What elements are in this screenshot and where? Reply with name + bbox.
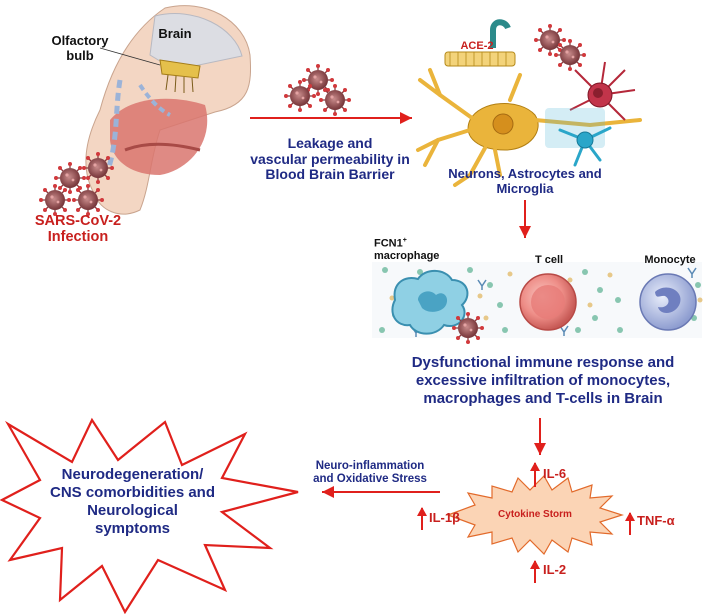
- cytokine-storm-burst: [446, 475, 624, 555]
- bbb-line2: vascular permeability in: [250, 150, 410, 167]
- virus-icon: [38, 183, 72, 217]
- virus-icon: [53, 161, 87, 195]
- macrophage-label: FCN1+ macrophage: [374, 237, 440, 262]
- infection-label: SARS-CoV-2 Infection: [18, 213, 138, 245]
- neuroinflammation-line1: Neuro-inflammation: [315, 460, 425, 472]
- bbb-caption: Leakage and vascular permeability in Blo…: [240, 135, 420, 183]
- outcome-line3: Neurological: [87, 502, 178, 519]
- outcome-line2: CNS comorbidities and: [49, 484, 216, 501]
- bbb-line3: Blood Brain Barrier: [265, 166, 395, 183]
- outcome-burst: [0, 417, 299, 614]
- virus-icon: [451, 311, 485, 345]
- head-illustration: [85, 5, 251, 215]
- monocyte-label: Monocyte: [644, 254, 696, 266]
- olfactory-bulb-label: Olfactory bulb: [51, 33, 109, 63]
- virus-icon: [71, 183, 105, 217]
- virus-icon: [81, 151, 115, 185]
- cytokine-storm-label: Cytokine Storm: [498, 509, 572, 520]
- virus-icon: [553, 38, 587, 72]
- immune-cells-illustration: [372, 262, 703, 345]
- immune-line3: macrophages and T-cells in Brain: [423, 390, 663, 407]
- neuroinflammation-caption: Neuro-inflammation and Oxidative Stress: [290, 460, 450, 486]
- il6-label: IL-6: [543, 466, 567, 481]
- neurons-line1: Neurons, Astrocytes and: [448, 166, 602, 181]
- tnfa-label: TNF-α: [637, 513, 675, 528]
- outcome-line1: Neurodegeneration/: [61, 466, 204, 483]
- tcell-label: T cell: [534, 254, 564, 266]
- infection-line2: Infection: [47, 229, 109, 246]
- neurons-caption: Neurons, Astrocytes and Microglia: [430, 166, 620, 196]
- immune-line2: excessive infiltration of monocytes,: [415, 372, 671, 389]
- il2-label: IL-2: [543, 562, 567, 577]
- bbb-line1: Leakage and: [287, 135, 373, 151]
- outcome-caption: Neurodegeneration/ CNS comorbidities and…: [30, 466, 235, 538]
- immune-caption: Dysfunctional immune response and excess…: [378, 354, 708, 408]
- il1b-label: IL-1β: [429, 510, 461, 525]
- immune-line1: Dysfunctional immune response and: [411, 354, 675, 371]
- virus-icon: [283, 79, 317, 113]
- ace2-label: ACE-2: [460, 40, 494, 52]
- virus-icon: [318, 83, 352, 117]
- brain-label: Brain: [158, 26, 192, 41]
- outcome-line4: symptoms: [94, 520, 171, 537]
- neuroinflammation-line2: and Oxidative Stress: [313, 472, 427, 485]
- infection-line1: SARS-CoV-2: [34, 213, 122, 229]
- neurons-line2: Microglia: [496, 180, 554, 196]
- neural-cells-illustration: [416, 19, 642, 187]
